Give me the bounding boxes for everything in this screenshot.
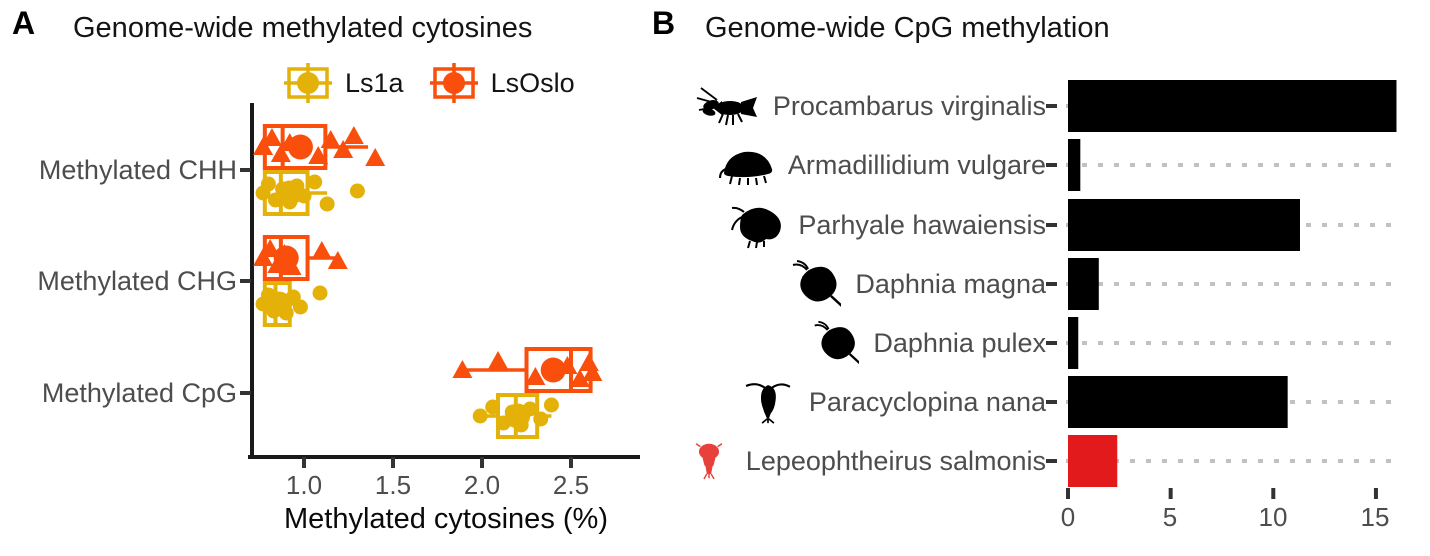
category-label-chh: Methylated CHH — [38, 155, 237, 185]
mean-point — [540, 357, 566, 383]
mean-point — [287, 134, 313, 160]
data-point-triangle — [270, 144, 291, 162]
data-point-triangle — [261, 128, 282, 146]
b-x-tick-label-10: 10 — [1258, 502, 1288, 532]
ls1a-boxplot-key-icon — [284, 63, 332, 103]
amphipod-icon — [731, 206, 782, 249]
data-point-circle — [292, 299, 308, 315]
panel-a-label: A — [12, 5, 36, 41]
copepod-icon — [745, 383, 791, 424]
mean-point — [277, 180, 303, 206]
species-label: Parhyale hawaiensis — [798, 209, 1046, 240]
data-point-circle — [307, 174, 323, 190]
species-row-parhyale: Parhyale hawaiensis — [650, 199, 1046, 251]
salmon-louse-icon — [695, 443, 723, 480]
data-point-triangle — [327, 251, 348, 269]
lsoslo-boxplot-key-icon — [429, 63, 478, 103]
data-point-circle — [543, 397, 559, 413]
b-x-tick-label-5: 5 — [1162, 502, 1178, 532]
data-point-triangle — [333, 140, 354, 158]
bar — [1068, 435, 1118, 487]
panel-b-title: Genome-wide CpG methylation — [705, 12, 1110, 44]
bar — [1068, 376, 1288, 428]
bar — [1068, 199, 1300, 251]
x-axis-title: Methylated cytosines (%) — [284, 503, 608, 535]
b-x-tick-label-0: 0 — [1060, 502, 1076, 532]
crayfish-icon — [696, 87, 757, 126]
bar — [1068, 258, 1099, 310]
x-tick-label-2.0: 2.0 — [463, 470, 501, 500]
pillbug-icon — [718, 151, 773, 186]
legend-item-lsoslo: LsOslo — [429, 61, 575, 105]
data-point-circle — [319, 196, 335, 212]
data-point-circle — [485, 399, 501, 415]
category-label-cpg: Methylated CpG — [41, 378, 237, 408]
bar — [1068, 139, 1081, 191]
species-row-procambarus: Procambarus virginalis — [650, 80, 1046, 132]
x-tick-label-2.5: 2.5 — [552, 470, 590, 500]
species-row-daphnia-magna: Daphnia magna — [650, 258, 1046, 310]
panel-b-label: B — [652, 5, 676, 41]
legend-key-point — [442, 72, 465, 94]
data-point-triangle — [525, 367, 546, 385]
data-point-triangle — [452, 360, 473, 378]
data-point-circle — [472, 408, 488, 424]
bar — [1068, 80, 1397, 132]
species-label: Daphnia magna — [855, 268, 1046, 299]
mean-point — [505, 403, 531, 429]
species-label: Lepeophtheirus salmonis — [745, 445, 1046, 476]
panel-a-title: Genome-wide methylated cytosines — [73, 12, 533, 44]
legend-key-point — [297, 72, 319, 94]
water-flea-icon — [793, 260, 842, 307]
data-point-triangle — [308, 146, 329, 164]
species-row-paracyclopina: Paracyclopina nana — [650, 376, 1046, 428]
category-label-chg: Methylated CHG — [37, 266, 237, 296]
species-label: Daphnia pulex — [873, 327, 1046, 358]
mean-point — [266, 291, 292, 317]
legend-label-lsoslo: LsOslo — [490, 67, 575, 98]
data-point-circle — [533, 411, 549, 427]
data-point-triangle — [488, 351, 509, 369]
b-x-tick-label-15: 15 — [1360, 502, 1390, 532]
data-point-triangle — [311, 241, 332, 259]
species-label: Procambarus virginalis — [772, 90, 1046, 121]
data-point-circle — [312, 285, 328, 301]
species-label: Paracyclopina nana — [808, 386, 1046, 417]
mean-point — [273, 245, 299, 271]
data-point-triangle — [569, 369, 590, 387]
data-point-triangle — [365, 148, 386, 166]
species-row-armadillidium: Armadillidium vulgare — [650, 139, 1046, 191]
water-flea-icon — [814, 320, 860, 365]
legend: Ls1a LsOslo — [284, 60, 575, 106]
data-point-triangle — [343, 126, 364, 144]
x-tick-label-1.5: 1.5 — [374, 470, 412, 500]
bar — [1068, 317, 1079, 369]
data-point-circle — [260, 176, 276, 192]
legend-item-ls1a: Ls1a — [284, 61, 404, 105]
data-point-triangle — [320, 130, 341, 148]
data-point-triangle — [582, 363, 603, 381]
species-row-daphnia-pulex: Daphnia pulex — [650, 317, 1046, 369]
species-label: Armadillidium vulgare — [787, 149, 1046, 180]
data-point-circle — [349, 183, 365, 199]
species-row-lepeophtheirus: Lepeophtheirus salmonis — [650, 435, 1046, 487]
legend-label-ls1a: Ls1a — [345, 67, 404, 98]
x-tick-label-1.0: 1.0 — [285, 470, 323, 500]
